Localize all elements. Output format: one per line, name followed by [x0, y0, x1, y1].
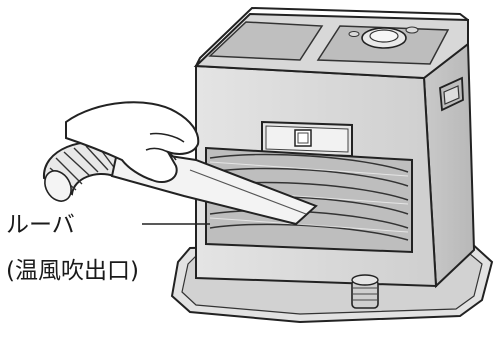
oil-gauge: [352, 275, 378, 308]
top-panel: [196, 8, 468, 78]
display-window: [262, 122, 352, 156]
callout-label: ルーバ: [6, 212, 75, 238]
callout-sublabel: (温風吹出口): [6, 258, 139, 284]
